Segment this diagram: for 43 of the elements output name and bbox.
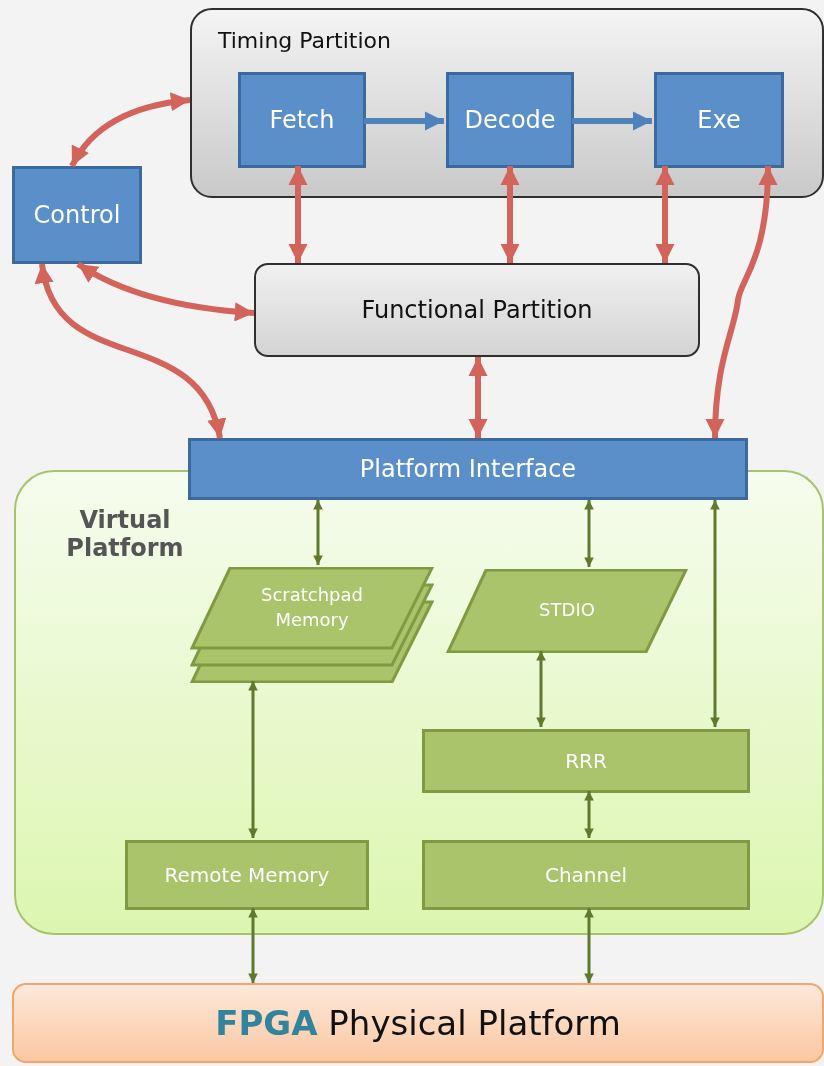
process-box bbox=[422, 729, 750, 793]
arrow bbox=[536, 651, 546, 727]
panel-title: Virtual Platform bbox=[65, 506, 185, 562]
arrow bbox=[248, 908, 258, 983]
node-label: Remote Memory bbox=[164, 863, 330, 887]
process-box bbox=[446, 72, 574, 168]
node-label: RRR bbox=[565, 749, 607, 773]
process-box bbox=[654, 72, 784, 168]
process-box bbox=[125, 840, 369, 910]
process-box bbox=[422, 840, 750, 910]
arrow bbox=[313, 500, 323, 565]
node-label: FPGA Physical Platform bbox=[215, 1003, 621, 1043]
arrow bbox=[76, 261, 255, 322]
arrow bbox=[500, 166, 520, 263]
interface-bar bbox=[188, 438, 748, 500]
node-label: Platform Interface bbox=[359, 455, 577, 483]
arrow bbox=[572, 111, 652, 131]
node-label: Decode bbox=[464, 106, 556, 134]
arrow bbox=[288, 166, 308, 263]
node-label: Control bbox=[33, 201, 121, 229]
node-label: STDIO bbox=[539, 598, 595, 623]
arrow bbox=[584, 908, 594, 983]
arrow bbox=[655, 166, 675, 263]
arrow bbox=[705, 165, 778, 439]
arrow bbox=[364, 111, 444, 131]
arrow bbox=[69, 92, 191, 168]
process-box bbox=[238, 72, 366, 168]
arrow bbox=[584, 500, 594, 567]
node-label: Scratchpad Memory bbox=[260, 582, 364, 632]
platform-bar bbox=[12, 983, 824, 1063]
node-label: Fetch bbox=[269, 106, 335, 134]
node-label: Channel bbox=[544, 863, 628, 887]
arrow bbox=[584, 791, 594, 838]
arrow bbox=[36, 263, 224, 439]
node-label: Exe bbox=[697, 106, 741, 134]
arrow bbox=[468, 357, 488, 438]
process-box bbox=[12, 166, 142, 264]
arrow bbox=[248, 681, 258, 838]
partition-panel bbox=[190, 8, 824, 198]
arrow bbox=[710, 500, 720, 727]
partition-box bbox=[254, 263, 700, 357]
panel-title: Timing Partition bbox=[218, 28, 391, 53]
node-label: Functional Partition bbox=[361, 296, 593, 324]
